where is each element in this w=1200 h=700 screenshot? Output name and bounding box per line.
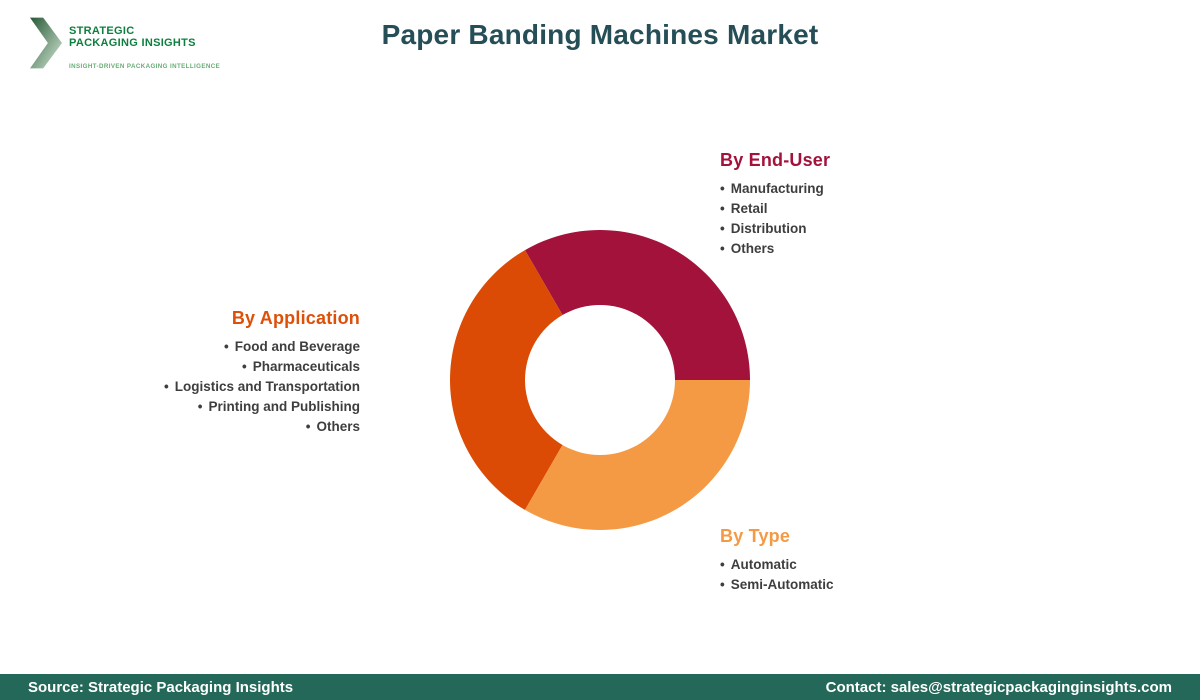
- logo-tagline: INSIGHT-DRIVEN PACKAGING INTELLIGENCE: [69, 63, 221, 70]
- list-item: • Manufacturing: [720, 179, 830, 199]
- group-end-user-list: • Manufacturing • Retail • Distribution • Ot…: [720, 179, 830, 259]
- bullet: •: [720, 181, 725, 196]
- list-item: • Semi-Automatic: [720, 575, 834, 595]
- chart-segment-application: [450, 250, 563, 510]
- group-application: By Application • Food and Beverage • Pharm…: [164, 308, 360, 437]
- list-item-label: Distribution: [730, 221, 807, 236]
- list-item: • Distribution: [720, 219, 830, 239]
- list-item-label: Printing and Publishing: [208, 399, 361, 414]
- list-item-label: Others: [316, 419, 360, 434]
- bullet: •: [163, 379, 169, 394]
- list-item: • Printing and Publishing: [164, 397, 360, 417]
- list-item-label: Logistics and Transportation: [174, 379, 360, 394]
- group-type-list: • Automatic • Semi-Automatic: [720, 555, 834, 595]
- list-item-label: Manufacturing: [730, 181, 824, 196]
- list-item: • Pharmaceuticals: [164, 357, 360, 377]
- group-end-user-heading: By End-User: [720, 150, 831, 170]
- page-title: Paper Banding Machines Market: [381, 19, 819, 50]
- bullet: •: [720, 557, 725, 572]
- group-type: By Type • Automatic • Semi-Automatic: [720, 526, 834, 595]
- bullet: •: [720, 577, 725, 592]
- list-item: • Others: [164, 417, 360, 437]
- list-item: • Retail: [720, 199, 830, 219]
- list-item-label: Food and Beverage: [234, 339, 360, 354]
- bullet: •: [720, 241, 725, 256]
- list-item-label: Pharmaceuticals: [252, 359, 360, 374]
- logo-line-2: PACKAGING INSIGHTS: [69, 36, 196, 49]
- group-application-heading: By Application: [231, 308, 360, 328]
- group-application-list: • Food and Beverage • Pharmaceuticals • Log…: [164, 337, 360, 437]
- donut-chart: [450, 230, 750, 530]
- chart-segment-type: [525, 380, 750, 530]
- list-item-label: Others: [730, 241, 775, 256]
- list-item: • Automatic: [720, 555, 834, 575]
- bullet: •: [241, 359, 247, 374]
- group-type-heading: By Type: [720, 526, 791, 546]
- list-item: • Others: [720, 239, 830, 259]
- footer-contact: Contact: sales@strategicpackaginginsight…: [825, 678, 1172, 696]
- bullet: •: [197, 399, 203, 414]
- list-item-label: Retail: [730, 201, 768, 216]
- chevron-arrow-icon: [30, 17, 62, 69]
- list-item-label: Semi-Automatic: [730, 577, 834, 592]
- bullet: •: [720, 201, 725, 216]
- list-item: • Logistics and Transportation: [164, 377, 360, 397]
- logo-line-1: STRATEGIC: [69, 25, 135, 37]
- logo-text: STRATEGIC PACKAGING INSIGHTS INSIGHT-DRI…: [69, 16, 220, 70]
- footer-bar: Source: Strategic Packaging Insights Con…: [0, 674, 1200, 700]
- footer-source: Source: Strategic Packaging Insights: [28, 678, 294, 696]
- bullet: •: [223, 339, 229, 354]
- list-item-label: Automatic: [730, 557, 797, 572]
- list-item: • Food and Beverage: [164, 337, 360, 357]
- brand-logo: STRATEGIC PACKAGING INSIGHTS INSIGHT-DRI…: [30, 16, 220, 70]
- chart-segment-end-user: [525, 230, 750, 380]
- bullet: •: [305, 419, 311, 434]
- bullet: •: [720, 221, 725, 236]
- group-end-user: By End-User • Manufacturing • Retail • Dist…: [720, 150, 830, 259]
